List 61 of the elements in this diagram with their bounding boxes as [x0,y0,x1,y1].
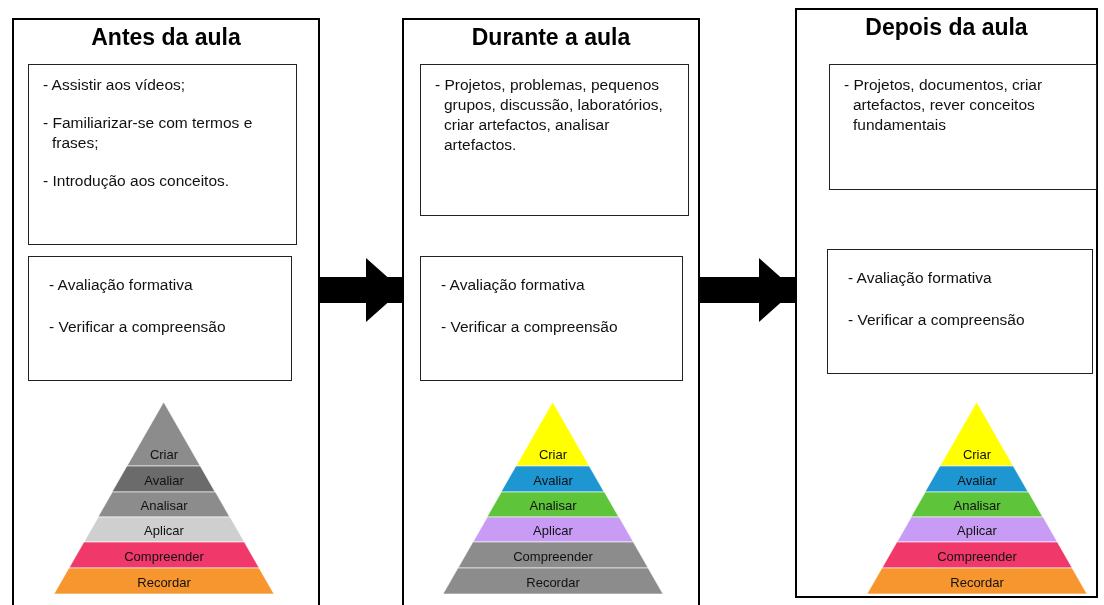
layer-label: Criar [149,447,179,463]
pyramid-layer [443,568,663,594]
text-box [28,256,292,381]
layer-label: Analisar [140,498,188,514]
panel [795,8,1098,598]
bullet-text: - Projetos, problemas, pequenos grupos, discussão, laboratórios, criar artefactos, analisar artefactos. [435,75,664,155]
pyramid-layer [472,517,634,542]
bullet-text: - Verificar a compreensão [441,317,619,337]
panel-title: Antes da aula [91,24,241,51]
layer-label: Aplicar [957,523,997,539]
bullet-text: - Avaliação formativa [848,268,993,288]
layer-label: Avaliar [533,473,573,489]
text-box [420,256,683,381]
bullet-text: - Introdução aos conceitos. [43,171,231,191]
layer-label: Avaliar [144,473,184,489]
block-arrow [320,258,402,322]
text-box [28,64,297,245]
block-arrow [700,258,795,322]
pyramid-layer [457,542,649,568]
layer-label: Recordar [526,575,580,591]
pyramid-layer [911,492,1043,517]
pyramid-layer [83,517,245,542]
bullet-text: - Avaliação formativa [49,275,194,295]
pyramid-layer [881,542,1073,568]
panel [12,18,320,605]
bullet-text: - Avaliação formativa [441,275,586,295]
panel [402,18,700,605]
bullet-text: - Projetos, documentos, criar artefactos, rever conceitos fundamentais [844,75,1044,135]
panel-title: Durante a aula [471,24,631,51]
bullet-text: - Familiarizar-se com termos e frases; [43,113,254,153]
panel-title: Depois da aula [865,14,1028,41]
pyramid-layer [925,466,1029,492]
layer-label: Avaliar [957,473,997,489]
pyramid-layer [112,466,216,492]
text-box [420,64,689,216]
pyramid-layer [68,542,260,568]
pyramid-layer [487,492,619,517]
layer-label: Analisar [953,498,1001,514]
pyramid-top [516,402,590,466]
pyramid-top [940,402,1014,466]
layer-label: Aplicar [533,523,573,539]
pyramid-top [127,402,201,466]
bullet-text: - Verificar a compreensão [848,310,1026,330]
pyramid-layer [867,568,1087,594]
bullet-text: - Assistir aos vídeos; [43,75,187,95]
layer-label: Compreender [513,549,593,565]
pyramid-layer [98,492,230,517]
layer-label: Compreender [937,549,1017,565]
layer-label: Criar [962,447,992,463]
text-box [827,249,1093,374]
pyramid-layer [501,466,605,492]
layer-label: Criar [538,447,568,463]
layer-label: Compreender [124,549,204,565]
text-box [829,64,1097,190]
pyramid-layer [896,517,1058,542]
layer-label: Recordar [137,575,191,591]
layer-label: Recordar [950,575,1004,591]
pyramid-layer [54,568,274,594]
layer-label: Analisar [529,498,577,514]
layer-label: Aplicar [144,523,184,539]
bullet-text: - Verificar a compreensão [49,317,227,337]
